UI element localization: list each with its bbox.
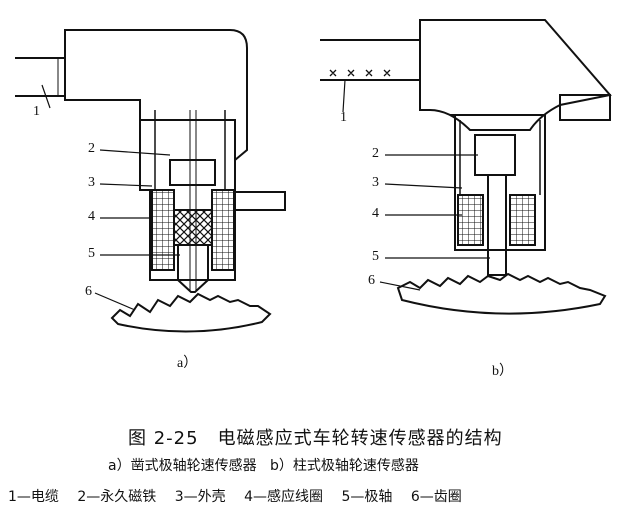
figure-subtitles: a）凿式极轴轮速传感器 b）柱式极轴轮速传感器 bbox=[108, 455, 419, 475]
label-b-1: 1 bbox=[340, 110, 347, 125]
subtitle-a: a）凿式极轴轮速传感器 bbox=[108, 458, 257, 474]
magnet-a bbox=[169, 159, 216, 186]
magnet-core-a bbox=[173, 209, 213, 246]
mount-tab-b bbox=[559, 94, 611, 121]
label-a-5: 5 bbox=[88, 246, 95, 261]
subtitle-b: b）柱式极轴轮速传感器 bbox=[269, 458, 419, 474]
shell-a bbox=[139, 119, 236, 281]
label-a-3: 3 bbox=[88, 175, 95, 190]
housing-b bbox=[419, 19, 612, 131]
magnet-b bbox=[474, 134, 516, 176]
gear-a bbox=[110, 292, 272, 333]
legend-item: 5—极轴 bbox=[341, 489, 393, 505]
figure-legend: 1—电缆 2—永久磁铁 3—外壳 4—感应线圈 5—极轴 6—齿圈 bbox=[8, 486, 476, 506]
pole-a bbox=[177, 244, 209, 293]
label-b-5: 5 bbox=[372, 249, 379, 264]
label-b-6: 6 bbox=[368, 273, 375, 288]
label-b-2: 2 bbox=[372, 146, 379, 161]
coil-a-left bbox=[151, 189, 175, 271]
caption-b: b） bbox=[492, 364, 513, 379]
label-a-1: 1 bbox=[33, 104, 40, 119]
label-a-4: 4 bbox=[88, 209, 95, 224]
coil-b-left bbox=[457, 194, 484, 246]
label-b-3: 3 bbox=[372, 175, 379, 190]
legend-item: 3—外壳 bbox=[174, 489, 226, 505]
sensor-a-drawing bbox=[15, 29, 286, 333]
legend-item: 4—感应线圈 bbox=[244, 489, 324, 505]
label-a-2: 2 bbox=[88, 141, 95, 156]
gear-b bbox=[396, 272, 607, 315]
sensor-b-drawing bbox=[320, 19, 612, 315]
label-b-4: 4 bbox=[372, 206, 379, 221]
coil-a-right bbox=[211, 189, 235, 271]
legend-item: 6—齿圈 bbox=[410, 489, 462, 505]
mount-tab-a bbox=[234, 191, 286, 211]
figure-title: 图 2-25 电磁感应式车轮转速传感器的结构 bbox=[128, 428, 503, 449]
pole-b bbox=[487, 174, 507, 276]
legend-item: 1—电缆 bbox=[8, 489, 59, 505]
shell-b bbox=[450, 114, 546, 251]
label-a-6: 6 bbox=[85, 284, 92, 299]
coil-b-right bbox=[509, 194, 536, 246]
legend-item: 2—永久磁铁 bbox=[77, 489, 157, 505]
caption-a: a） bbox=[177, 356, 198, 371]
